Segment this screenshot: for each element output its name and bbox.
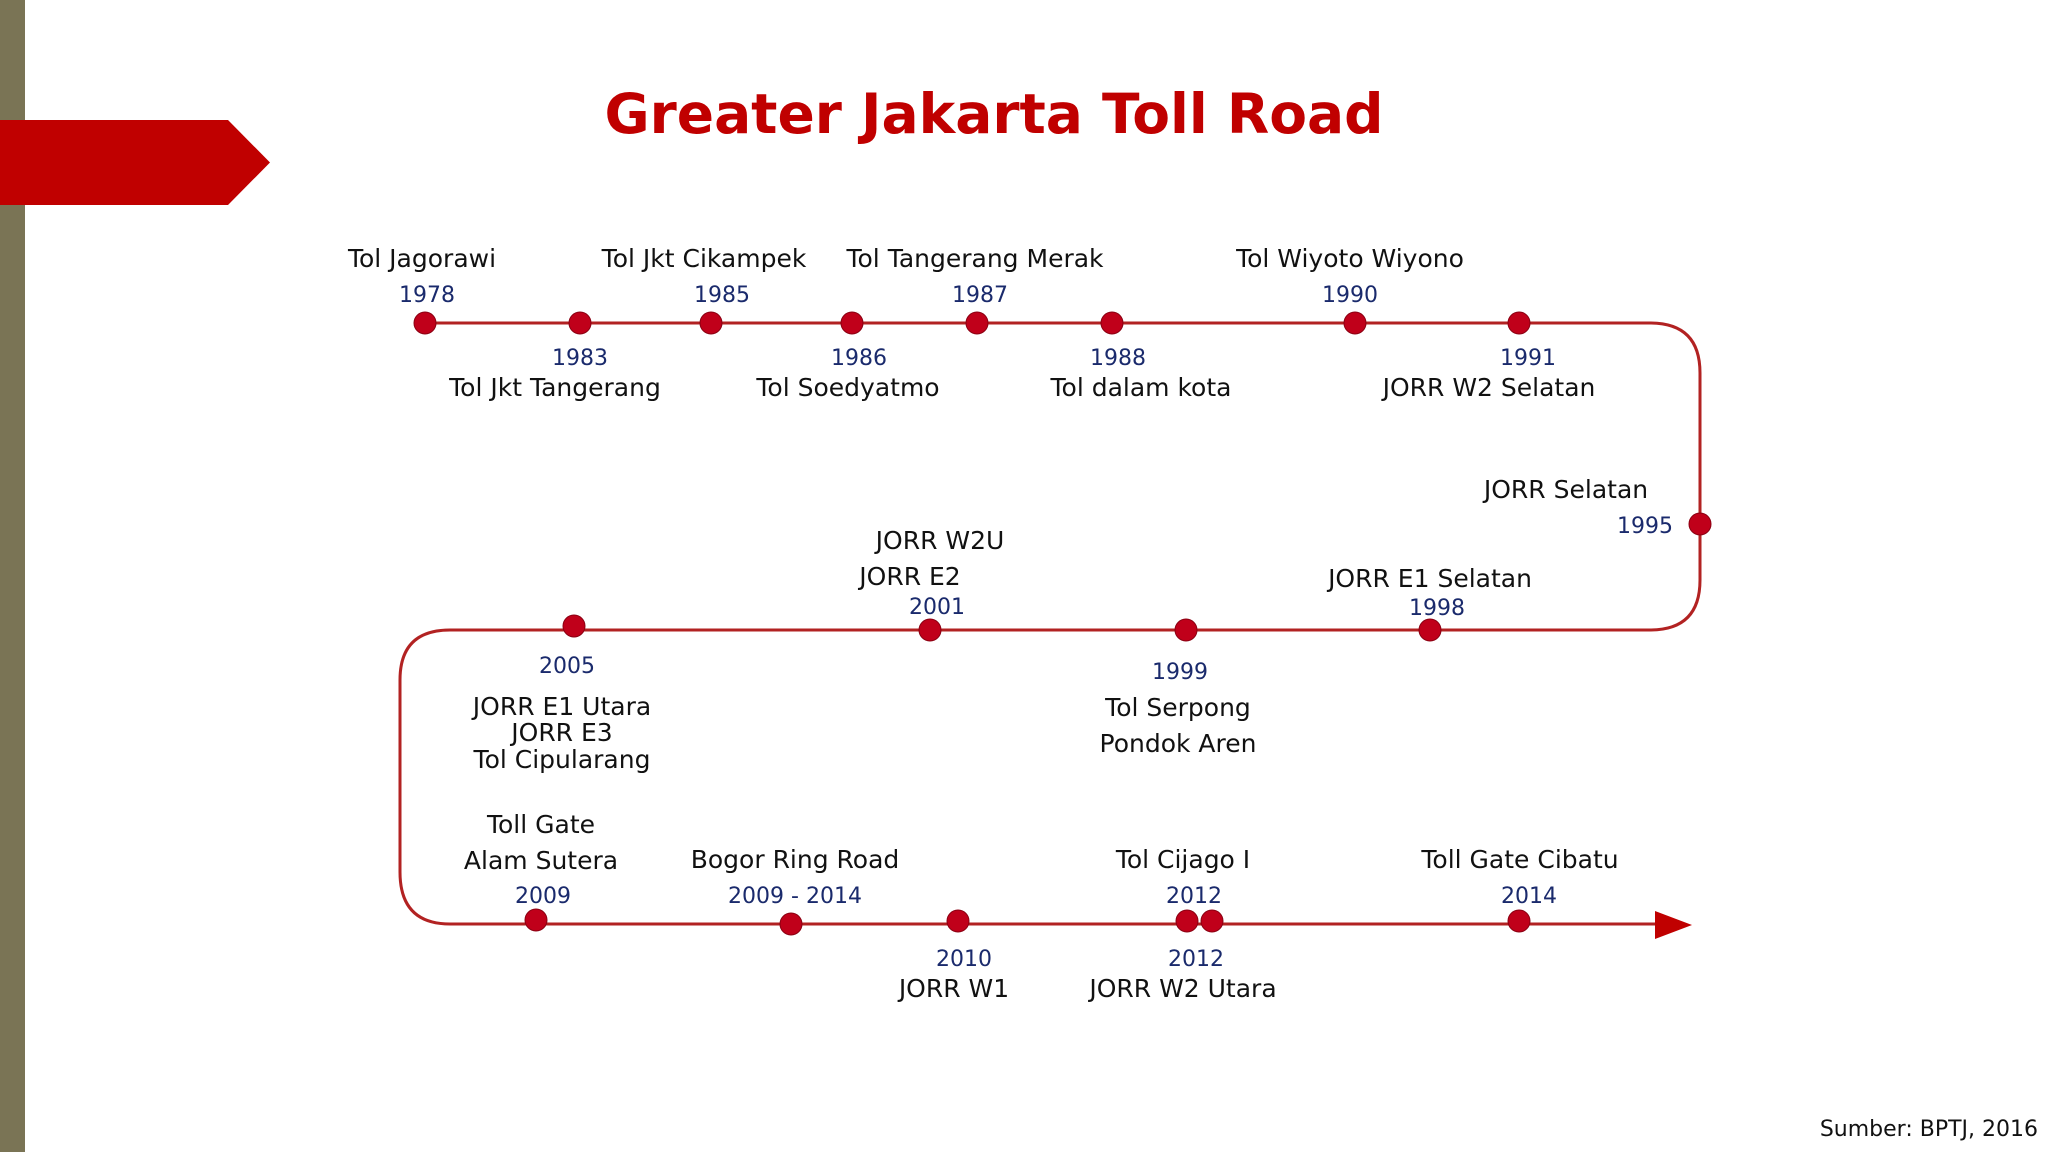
- milestone-label-1998: JORR E1 Selatan: [1328, 564, 1532, 593]
- timeline-arrowhead: [1655, 911, 1692, 939]
- milestone-dot-16: [1175, 909, 1199, 933]
- milestone-year-1988: 1988: [1090, 346, 1146, 371]
- milestone-label-1987: Tol Tangerang Merak: [846, 244, 1104, 273]
- milestone-year-1995: 1995: [1617, 514, 1673, 539]
- milestone-dot-13: [524, 908, 548, 932]
- milestone-label-bogor-ring-road: Bogor Ring Road: [690, 845, 900, 874]
- milestone-label-1991: JORR W2 Selatan: [1382, 373, 1596, 402]
- milestone-dot-18: [1507, 909, 1531, 933]
- milestone-label-1983: Tol Jkt Tangerang: [449, 373, 661, 402]
- milestone-label-1995: JORR Selatan: [1483, 475, 1649, 504]
- milestone-dot-17: [1200, 909, 1224, 933]
- milestone-year-1986: 1986: [831, 346, 887, 371]
- milestone-dot-15: [946, 909, 970, 933]
- milestone-label-2012-w2-utara: JORR W2 Utara: [1089, 974, 1277, 1003]
- milestone-label-2009-line-2: Alam Sutera: [463, 846, 619, 876]
- milestone-year-bogor-ring-road: 2009 - 2014: [728, 884, 862, 909]
- milestone-year-1991: 1991: [1500, 346, 1556, 371]
- milestone-label-1985: Tol Jkt Cikampek: [601, 244, 807, 273]
- milestone-dot-10: [1174, 618, 1198, 642]
- milestone-label-1978: Tol Jagorawi: [347, 244, 497, 273]
- milestone-dot-11: [918, 618, 942, 642]
- milestone-year-2014: 2014: [1501, 884, 1557, 909]
- milestone-label-2005-line-3: Tol Cipularang: [473, 744, 651, 774]
- arrow-banner: [0, 120, 270, 205]
- milestone-year-1985: 1985: [694, 283, 750, 308]
- milestone-label-2009: Toll Gate Alam Sutera: [464, 807, 618, 880]
- milestone-dot-9: [1418, 618, 1442, 642]
- milestone-dot-14: [779, 912, 803, 936]
- milestone-year-1978: 1978: [399, 283, 455, 308]
- milestone-label-2014: Toll Gate Cibatu: [1421, 845, 1619, 874]
- source-note: Sumber: BPTJ, 2016: [1819, 1117, 2038, 1142]
- milestone-dot-2: [699, 311, 723, 335]
- milestone-label-2012-cijago: Tol Cijago I: [1115, 845, 1251, 874]
- milestone-dot-3: [840, 311, 864, 335]
- milestone-label-1990: Tol Wiyoto Wiyono: [1236, 244, 1464, 273]
- milestone-year-1998: 1998: [1409, 596, 1465, 621]
- milestone-label-1999-line-1: Tol Serpong: [1105, 693, 1251, 722]
- timeline-path: [398, 321, 1702, 926]
- milestone-year-1990: 1990: [1322, 283, 1378, 308]
- milestone-dot-4: [965, 311, 989, 335]
- milestone-label-2001-line-1: JORR W2U: [875, 526, 1005, 555]
- milestone-dot-1: [568, 311, 592, 335]
- milestone-label-2001: JORR W2U JORR E2: [859, 523, 1004, 596]
- milestone-year-1987: 1987: [952, 283, 1008, 308]
- milestone-dot-7: [1507, 311, 1531, 335]
- milestone-year-2012-cijago: 2012: [1166, 884, 1222, 909]
- milestone-dot-5: [1100, 311, 1124, 335]
- milestone-label-2005-line-2: JORR E3: [511, 718, 613, 748]
- milestone-year-2001: 2001: [909, 595, 965, 620]
- milestone-label-2005: JORR E1 Utara JORR E3 Tol Cipularang: [472, 692, 652, 774]
- milestone-year-2010: 2010: [936, 947, 992, 972]
- page-title: Greater Jakarta Toll Road: [604, 82, 1384, 146]
- milestone-label-2009-line-1: Toll Gate: [486, 810, 596, 839]
- milestone-label-2010: JORR W1: [898, 974, 1010, 1003]
- milestone-year-2012-w2-utara: 2012: [1168, 947, 1224, 972]
- milestone-label-2005-line-1: JORR E1 Utara: [472, 692, 652, 721]
- milestone-dot-6: [1343, 311, 1367, 335]
- milestone-year-2005: 2005: [539, 654, 595, 679]
- milestone-dot-12: [562, 614, 586, 638]
- milestone-label-1999-line-2: Pondok Aren: [1099, 729, 1257, 759]
- milestone-dot-8: [1688, 512, 1712, 536]
- milestone-label-1986: Tol Soedyatmo: [756, 373, 940, 402]
- milestone-dot-0: [413, 311, 437, 335]
- milestone-label-2001-line-2: JORR E2: [859, 562, 961, 592]
- milestone-year-1983: 1983: [552, 346, 608, 371]
- milestone-year-1999: 1999: [1152, 660, 1208, 685]
- milestone-year-2009: 2009: [515, 884, 571, 909]
- milestone-label-1988: Tol dalam kota: [1050, 373, 1232, 402]
- milestone-label-1999: Tol Serpong Pondok Aren: [1100, 690, 1257, 763]
